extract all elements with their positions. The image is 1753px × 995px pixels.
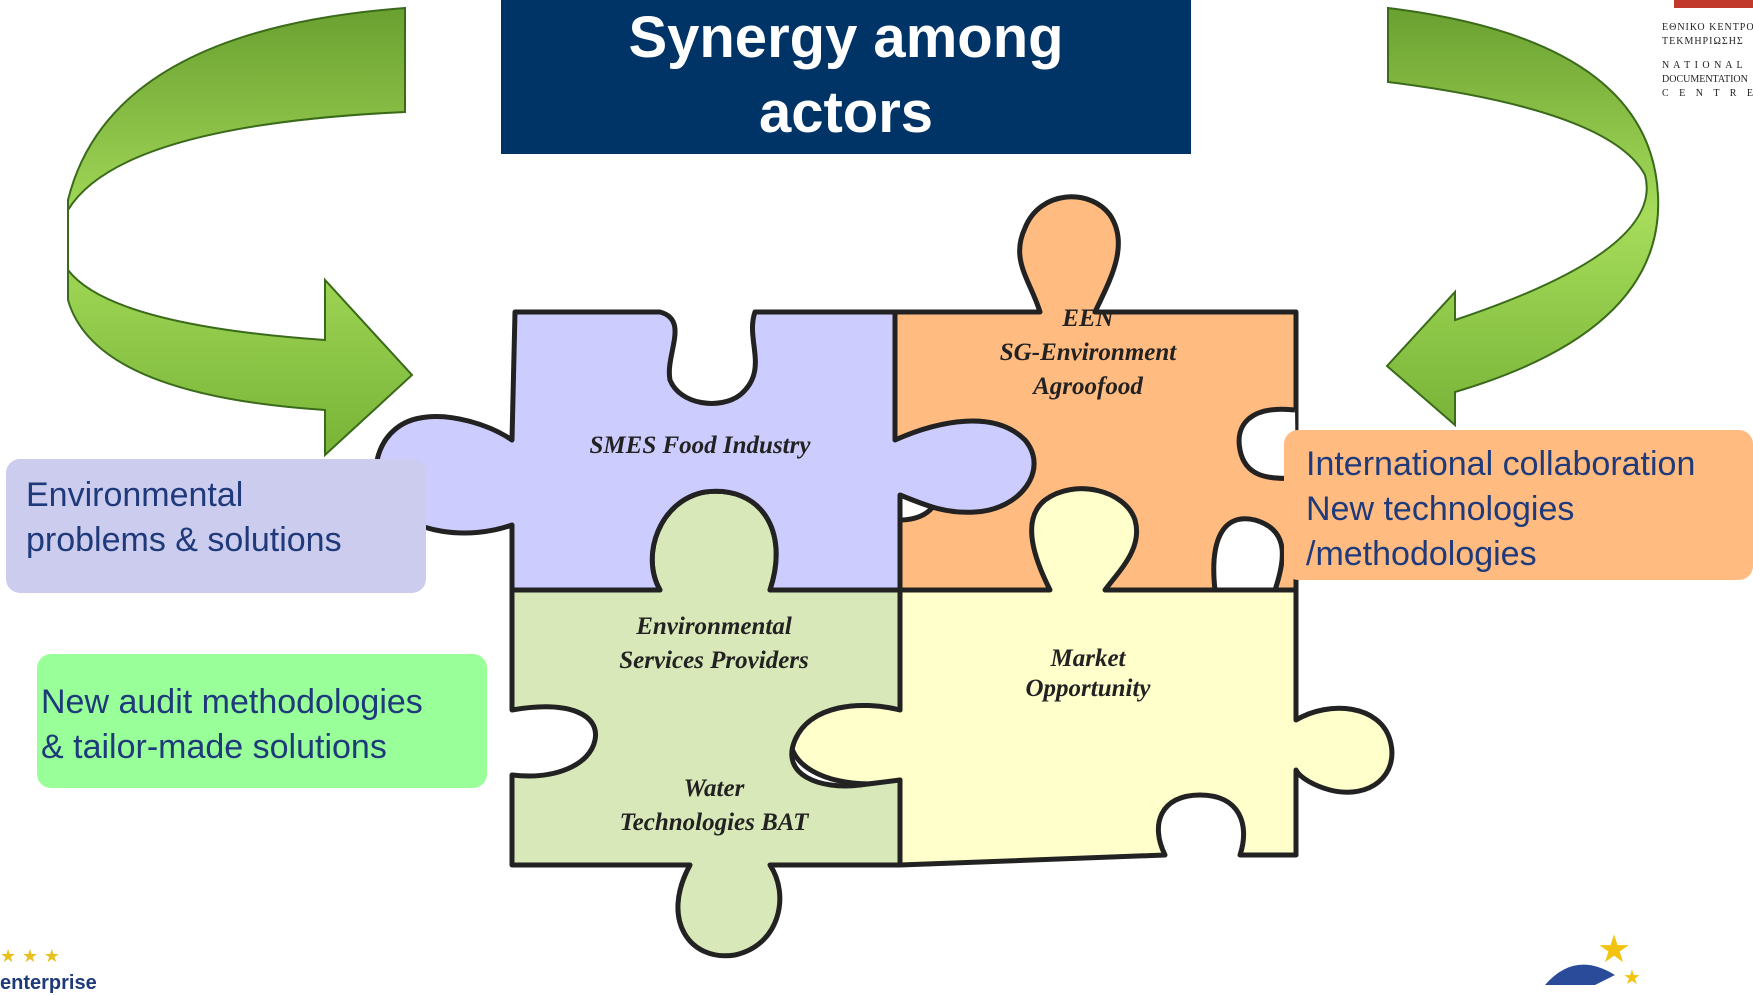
svg-text:★: ★: [1623, 965, 1641, 985]
market-piece-label-1: Market: [1050, 645, 1127, 672]
env-piece-label-1: Environmental: [635, 613, 792, 640]
callout-international: International collaboration New technolo…: [1284, 430, 1753, 580]
env-piece-label-2: Services Providers: [619, 647, 809, 674]
enterprise-europe-logo: ★ ★ ★ enterprise: [0, 940, 140, 994]
ekt-logo-mark: [1674, 0, 1753, 8]
eu-star-bird-icon: ★ ★: [1545, 930, 1641, 985]
een-piece-label-1: EEN: [1061, 305, 1114, 332]
callout-environmental-line-1: Environmental: [26, 476, 244, 514]
ekt-logo-line-5: C E N T R E: [1662, 88, 1753, 99]
market-piece-label-2: Opportunity: [1025, 675, 1151, 702]
een-piece-label-3: Agroofood: [1031, 373, 1143, 400]
ekt-logo-line-2: ΤΕΚΜΗΡΙΩΣΗΣ: [1662, 36, 1744, 47]
ekt-logo: ΕΘΝΙΚΟ ΚΕΝΤΡΟ ΤΕΚΜΗΡΙΩΣΗΣ N A T I O N A …: [1652, 0, 1753, 110]
ekt-logo-line-4: DOCUMENTATION: [1662, 74, 1748, 85]
callout-environmental: Environmental problems & solutions: [6, 459, 426, 593]
callout-audit: New audit methodologies & tailor-made so…: [37, 654, 487, 788]
callout-audit-line-1: New audit methodologies: [41, 683, 423, 721]
env-piece-label-4: Technologies BAT: [620, 809, 810, 836]
smes-piece-label: SMES Food Industry: [590, 432, 812, 459]
svg-text:★: ★: [1597, 930, 1631, 971]
title-line-2: actors: [758, 80, 934, 145]
ekt-logo-line-1: ΕΘΝΙΚΟ ΚΕΝΤΡΟ: [1662, 22, 1753, 33]
title-line-1: Synergy among: [628, 5, 1064, 70]
callout-environmental-line-2: problems & solutions: [26, 521, 342, 559]
ekt-logo-line-3: N A T I O N A L: [1662, 60, 1744, 71]
svg-text:★ ★ ★: ★ ★ ★: [0, 946, 60, 967]
callout-international-line-3: /methodologies: [1306, 535, 1537, 573]
market-puzzle-piece: [787, 486, 1395, 868]
callout-international-line-2: New technologies: [1306, 490, 1575, 528]
env-piece-label-3: Water: [684, 775, 745, 802]
left-curved-arrow: [67, 6, 414, 458]
right-curved-arrow: [1385, 6, 1660, 428]
page-title: Synergy among actors: [501, 0, 1191, 154]
callout-international-line-1: International collaboration: [1306, 445, 1696, 483]
een-piece-label-2: SG-Environment: [1000, 339, 1177, 366]
callout-audit-line-2: & tailor-made solutions: [41, 728, 387, 766]
eu-stars-icon: ★ ★ ★: [0, 946, 60, 967]
enterprise-logo-word: enterprise: [0, 972, 97, 994]
